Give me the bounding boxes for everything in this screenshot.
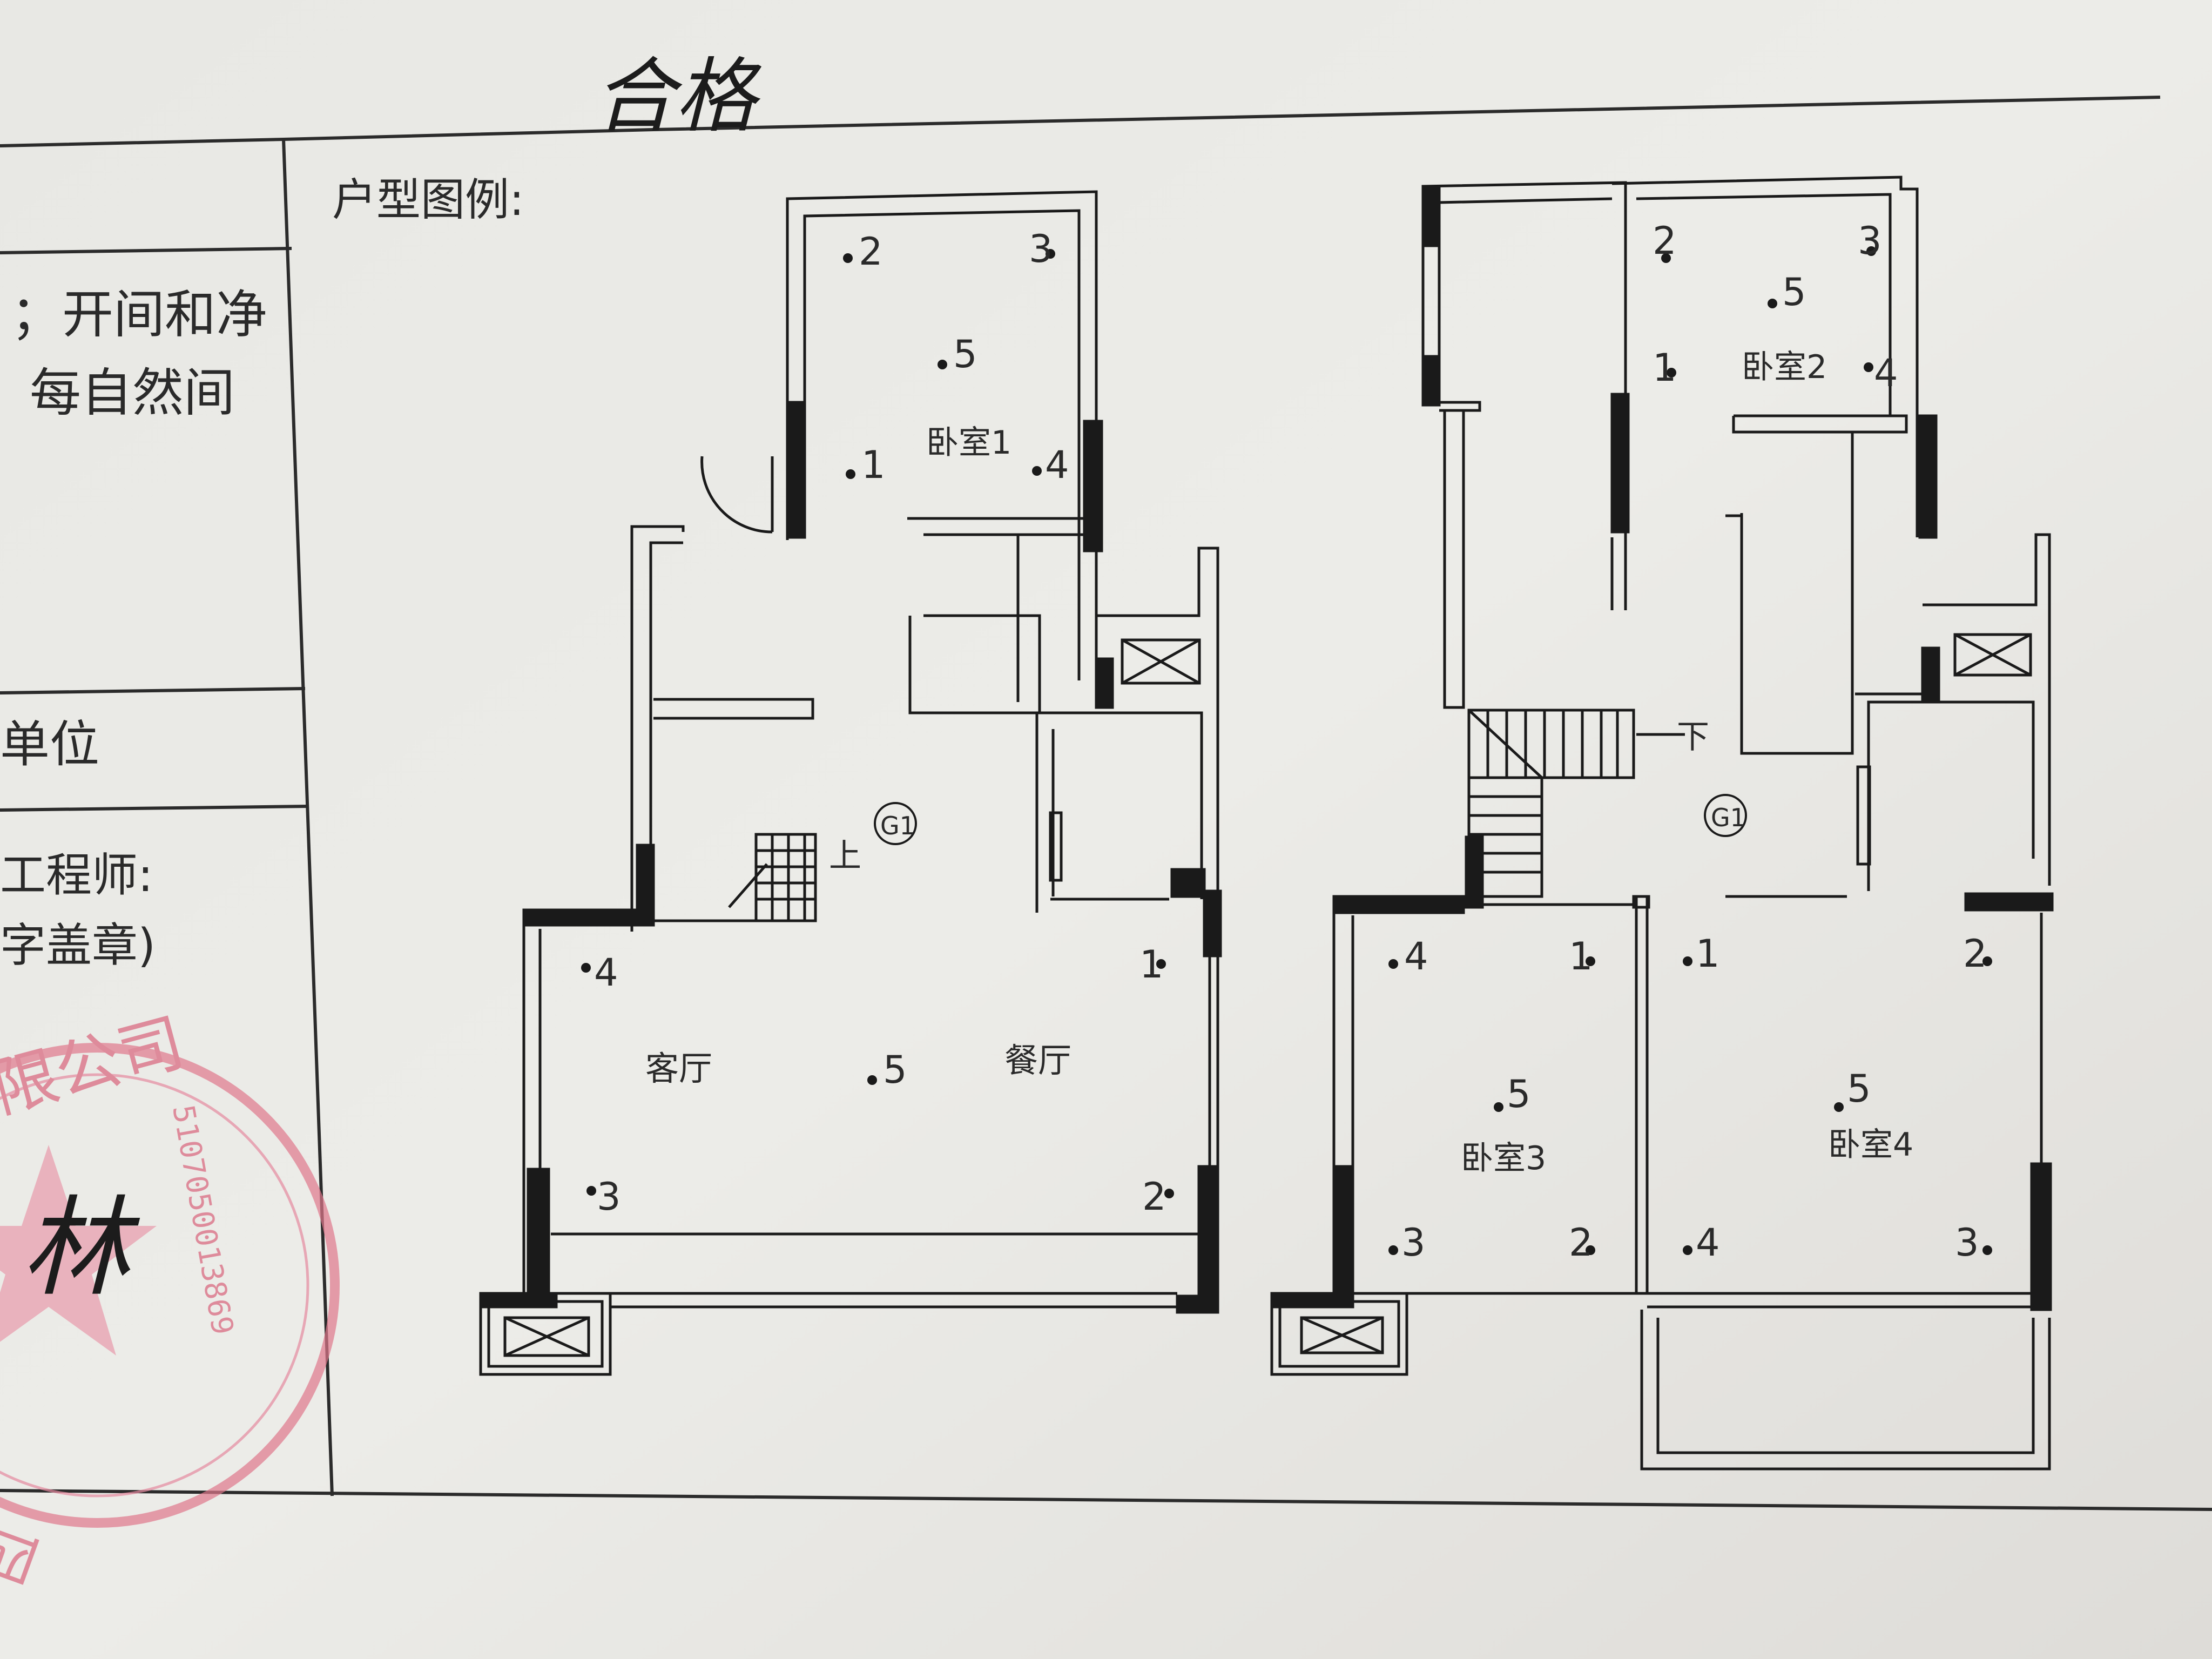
room-bedroom2: 卧室2 [1742,348,1827,386]
stair-down-label: 下 [1677,718,1709,756]
handwritten-approval: 合格 [594,50,762,144]
p2-point-5b: 5 [1507,1072,1531,1116]
room-living: 客厅 [645,1049,712,1088]
left-text-2: 每自然间 [30,363,235,423]
p2-point-2: 2 [1653,219,1677,263]
point-3b: 3 [597,1175,621,1219]
p2-point-1b: 1 [1569,934,1593,979]
handwritten-signature: 林 [22,1185,140,1311]
room-bedroom1: 卧室1 [926,424,1011,462]
grid-mark-circle-2 [1704,794,1747,837]
legend-label: 户型图例: [332,174,524,226]
point-1b: 1 [1139,942,1164,987]
p2-point-2b: 2 [1569,1220,1593,1265]
grid-mark-label-2: G1 [1711,803,1746,832]
room-dining: 餐厅 [1004,1041,1071,1080]
p2-point-2c: 2 [1963,932,1987,976]
left-panel: ；开间和净 每自然间 单位 工程师: 字盖章) [0,285,267,973]
point-5b: 5 [883,1048,907,1092]
p2-point-3c: 3 [1955,1220,1979,1265]
grid-mark-label: G1 [880,811,915,840]
left-text-3: 单位 [0,716,99,773]
p2-point-1: 1 [1653,346,1677,390]
left-text-5: 字盖章) [0,919,156,973]
p2-point-5: 5 [1782,270,1806,314]
p2-point-3b: 3 [1401,1220,1426,1265]
point-2: 2 [859,230,883,274]
point-2b: 2 [1142,1175,1166,1219]
left-text-1: ；开间和净 [11,285,267,345]
floor-plan-1 [479,190,1222,1376]
point-3: 3 [1029,227,1053,271]
room-bedroom3: 卧室3 [1461,1139,1546,1177]
grid-mark-circle [874,802,917,845]
point-4: 4 [1045,443,1069,487]
p2-point-4c: 4 [1696,1220,1720,1265]
point-5: 5 [953,332,977,376]
p2-point-5c: 5 [1847,1067,1871,1111]
room-bedroom4: 卧室4 [1828,1126,1913,1164]
p2-point-4b: 4 [1404,934,1428,979]
point-4b: 4 [594,950,618,995]
point-1: 1 [861,443,886,487]
stair-up-label: 上 [829,837,861,875]
p2-point-1c: 1 [1696,932,1720,976]
p2-point-3: 3 [1858,219,1882,263]
floor-plan-2-labels: 卧室2 卧室3 卧室4 下 G1 2 5 3 1 4 4 1 5 3 2 1 2… [1388,219,1992,1265]
floor-plan-1-labels: 卧室1 客厅 餐厅 上 G1 2 3 5 1 4 4 1 5 3 2 [581,227,1174,1219]
floor-plan-2 [1270,176,2054,1471]
p2-point-4: 4 [1874,351,1898,395]
left-text-4: 工程师: [0,849,153,902]
form-frame [0,96,2212,1511]
